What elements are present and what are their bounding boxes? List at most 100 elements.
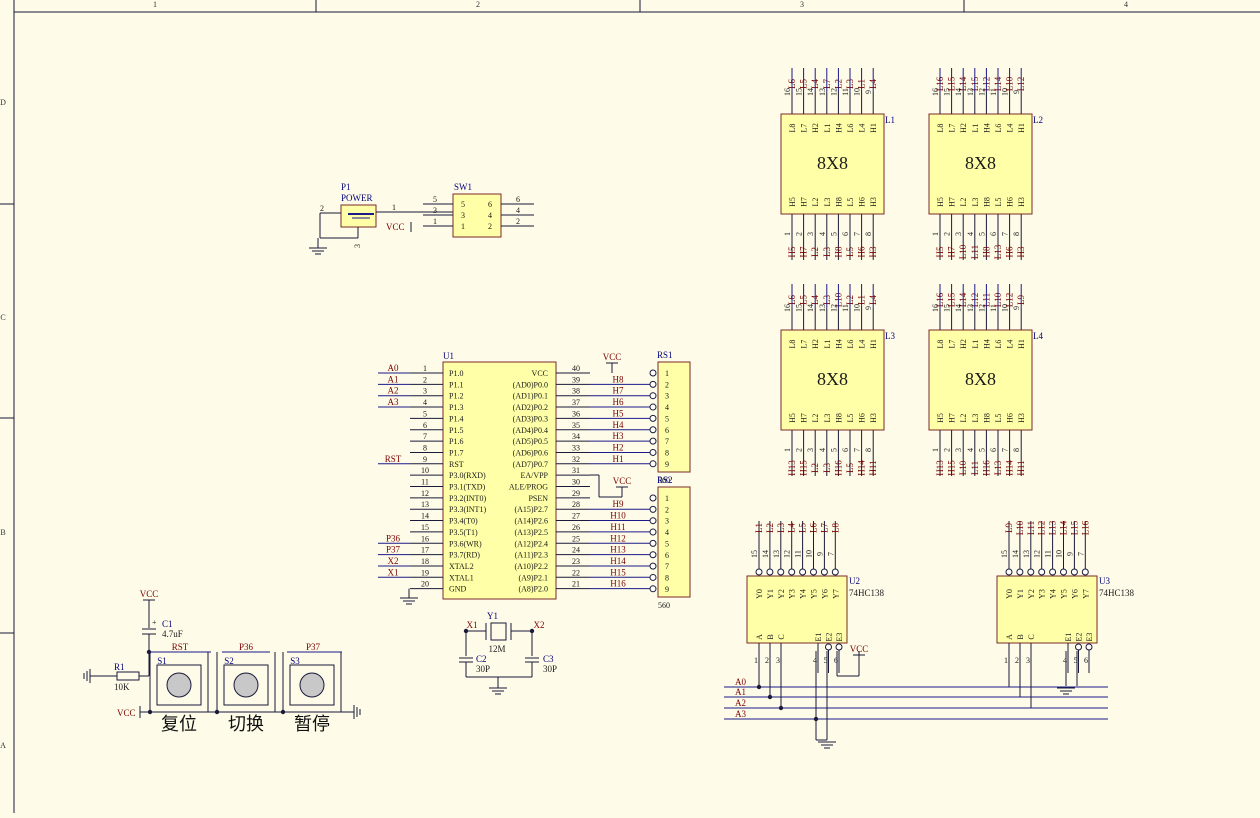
matrix-pin-num: 15	[795, 88, 804, 96]
decoder-pin	[825, 643, 832, 651]
net-label: L15	[1069, 520, 1079, 535]
decoder-pin-num: 12	[783, 550, 792, 558]
net-label: H13	[610, 545, 626, 555]
matrix-pin-num: 5	[977, 448, 986, 452]
net-label: A0	[388, 363, 399, 373]
matrix-pin-num: 3	[954, 232, 963, 236]
matrix-pin-num: 8	[864, 232, 873, 236]
matrix-pin-num: 13	[818, 304, 827, 312]
button-caption: 暂停	[294, 714, 330, 735]
sw1-inner: 2	[488, 222, 492, 231]
decoder-pin-num: 5	[824, 656, 828, 665]
mcu-pin-num: 5	[423, 409, 427, 418]
matrix-pin-name: H4	[982, 339, 991, 349]
decoder-pin-name: Y3	[788, 589, 797, 599]
matrix-pin-num: 14	[954, 88, 963, 96]
switch-ref: S2	[224, 656, 234, 666]
net-label: P37	[386, 545, 401, 555]
decoder-pin	[1049, 568, 1057, 576]
matrix-pin-num: 10	[1001, 88, 1010, 96]
mcu-pin-num: 23	[572, 557, 580, 566]
resnet-pin-num: 5	[665, 539, 669, 548]
matrix-ref: L4	[1033, 331, 1043, 341]
decoder-pin	[1027, 568, 1035, 576]
matrix-pin-name: L4	[858, 340, 867, 349]
push-button-cap	[166, 672, 192, 698]
mcu-pin-num: 30	[572, 478, 580, 487]
matrix-pin-name: L8	[788, 124, 797, 133]
net-label: L5	[845, 247, 855, 257]
matrix-pin-name: H8	[982, 413, 991, 423]
net-label: H11	[610, 522, 625, 532]
net-label: H14	[857, 460, 867, 476]
mcu-pin-name: (A14)P2.6	[514, 517, 548, 526]
matrix-pin-name: H3	[1017, 197, 1026, 207]
matrix-pin-name: L5	[846, 198, 855, 207]
matrix-pin-num: 14	[806, 304, 815, 312]
mcu-pin-num: 15	[421, 523, 429, 532]
resnet-pin-num: 2	[665, 505, 669, 514]
matrix-pin-num: 4	[966, 448, 975, 452]
matrix-pin-name: H4	[982, 123, 991, 133]
matrix-pin-num: 10	[853, 304, 862, 312]
mcu-pin-name: (A12)P2.4	[514, 539, 548, 548]
net-label: A1	[735, 687, 746, 697]
matrix-pin-num: 16	[931, 304, 940, 312]
zone-label-top: 2	[476, 0, 480, 9]
matrix-pin-name: H6	[1006, 197, 1015, 207]
matrix-pin-name: L1	[823, 124, 832, 133]
net-label: H7	[799, 246, 809, 257]
decoder-pin	[1081, 568, 1089, 576]
net-label: H13	[787, 460, 797, 476]
resnet-pin	[649, 403, 657, 411]
decoder-pin-name: C	[1027, 634, 1036, 639]
c1-ref: C1	[162, 619, 173, 629]
decoder-pin	[820, 568, 828, 576]
mcu-pin-num: 13	[421, 500, 429, 509]
mcu-pin-num: 24	[572, 546, 580, 555]
decoder-pin-name: Y7	[1081, 589, 1090, 599]
matrix-pin-name: L1	[971, 340, 980, 349]
decoder-pin-name: C	[777, 634, 786, 639]
matrix-pin-num: 15	[943, 304, 952, 312]
mcu-pin-num: 12	[421, 489, 429, 498]
mcu-pin-name: (A8)P2.0	[518, 585, 548, 594]
net-label: L7	[819, 523, 829, 533]
matrix-pin-num: 16	[931, 88, 940, 96]
matrix-ref: L1	[885, 115, 895, 125]
net-label: H7	[613, 386, 624, 396]
matrix-pin-name: H5	[936, 413, 945, 423]
matrix-pin-name: H8	[982, 197, 991, 207]
matrix-pin-num: 3	[806, 232, 815, 236]
matrix-pin-name: H2	[959, 339, 968, 349]
resnet-pin	[649, 517, 657, 525]
y1-value: 12M	[488, 644, 505, 654]
matrix-pin-name: L5	[994, 414, 1003, 423]
matrix-pin-num: 2	[943, 448, 952, 452]
net-label: L13	[993, 460, 1003, 475]
resistor-body	[116, 671, 140, 681]
mcu-pin-name: P1.7	[449, 448, 463, 457]
matrix-pin-num: 7	[1001, 448, 1010, 452]
net-label: X1	[388, 567, 399, 577]
decoder-pin-num: 10	[1055, 550, 1064, 558]
p1-pin: 3	[353, 244, 362, 248]
matrix-pin-num: 5	[977, 232, 986, 236]
mcu-pin-num: 2	[423, 375, 427, 384]
decoder-pin-name: Y5	[1060, 589, 1069, 599]
matrix-pin-num: 9	[1012, 306, 1021, 310]
net-label: L11	[1026, 521, 1036, 535]
mcu-pin-num: 1	[423, 364, 427, 373]
sw1-inner: 5	[461, 200, 465, 209]
net-label: H16	[833, 460, 843, 476]
matrix-pin-num: 13	[966, 304, 975, 312]
mcu-pin-num: 33	[572, 443, 580, 452]
decoder-pin-num: 14	[761, 550, 770, 558]
decoder-pin-num: 13	[772, 550, 781, 558]
decoder-pin	[1016, 568, 1024, 576]
matrix-pin-num: 8	[1012, 232, 1021, 236]
